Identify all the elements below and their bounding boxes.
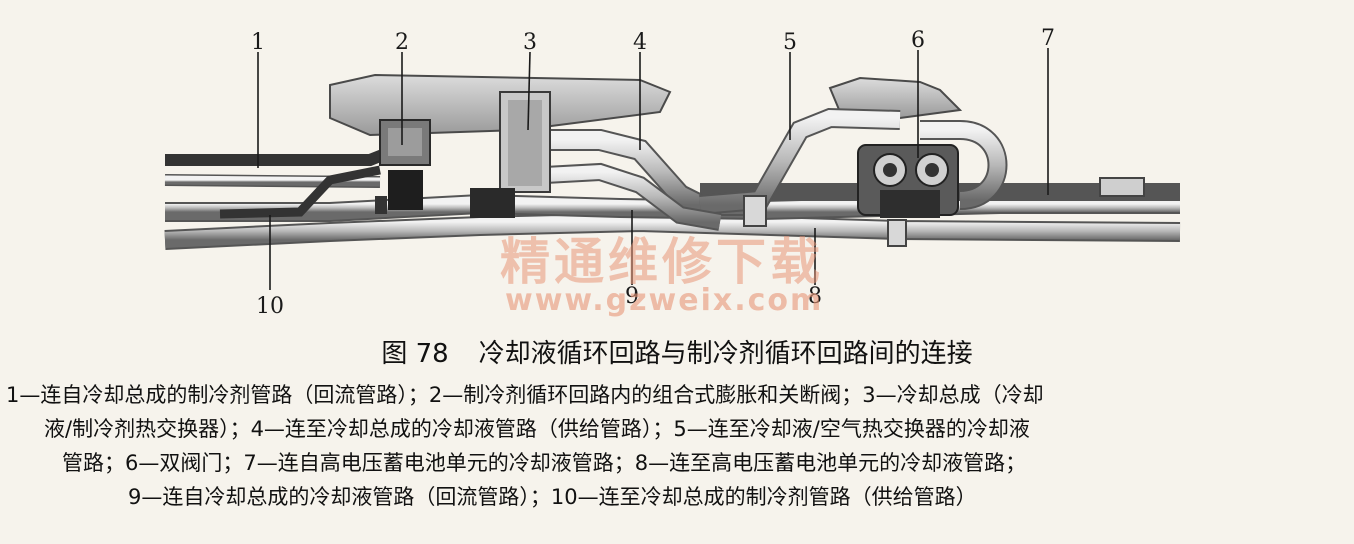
- pipe-10: [219, 165, 381, 219]
- figure-number: 图 78: [381, 339, 449, 369]
- figure-legend: 1—连自冷却总成的制冷剂管路（回流管路）；2—制冷剂循环回路内的组合式膨胀和关断…: [0, 378, 1354, 514]
- figure-title: 冷却液循环回路与制冷剂循环回路间的连接: [478, 339, 973, 369]
- callout-2: 2: [395, 30, 409, 55]
- piping-figure: 1 2 3 4 5 6 7 8 9 10 精通维修下载 www.gzweix.c…: [164, 26, 1181, 319]
- callout-6: 6: [911, 28, 925, 53]
- leader-lines: [257, 48, 1049, 290]
- figure-caption: 图 78 冷却液循环回路与制冷剂循环回路间的连接: [0, 333, 1354, 370]
- callout-7: 7: [1041, 26, 1055, 51]
- cooling-unit: [470, 91, 551, 218]
- watermark-url: www.gzweix.com: [505, 283, 824, 318]
- callout-4: 4: [633, 30, 647, 55]
- legend-line: 1—连自冷却总成的制冷剂管路（回流管路）；2—制冷剂循环回路内的组合式膨胀和关断…: [6, 383, 1044, 407]
- legend-line: 液/制冷剂热交换器）；4—连至冷却总成的冷却液管路（供给管路）；5—连至冷却液/…: [44, 417, 1030, 441]
- callout-1: 1: [251, 30, 265, 55]
- pipe-bracket: [1099, 177, 1145, 197]
- expansion-shutoff-valve: [375, 119, 431, 214]
- legend-line: 管路；6—双阀门；7—连自高电压蓄电池单元的冷却液管路；8—连至高电压蓄电池单元…: [62, 451, 1027, 475]
- pipe-clamp: [743, 195, 767, 227]
- callout-3: 3: [523, 30, 537, 55]
- double-valve: [857, 144, 959, 218]
- callout-9: 9: [625, 284, 639, 309]
- callout-10: 10: [256, 294, 284, 319]
- pipe-1: [165, 142, 403, 166]
- callout-5: 5: [783, 30, 797, 55]
- legend-line: 9—连自冷却总成的冷却液管路（回流管路）；10—连至冷却总成的制冷剂管路（供给管…: [128, 485, 977, 509]
- callout-8: 8: [808, 284, 822, 309]
- piping-photo: [164, 48, 1181, 290]
- pipe-clamp: [887, 219, 907, 247]
- watermark-chinese: 精通维修下载: [500, 233, 824, 291]
